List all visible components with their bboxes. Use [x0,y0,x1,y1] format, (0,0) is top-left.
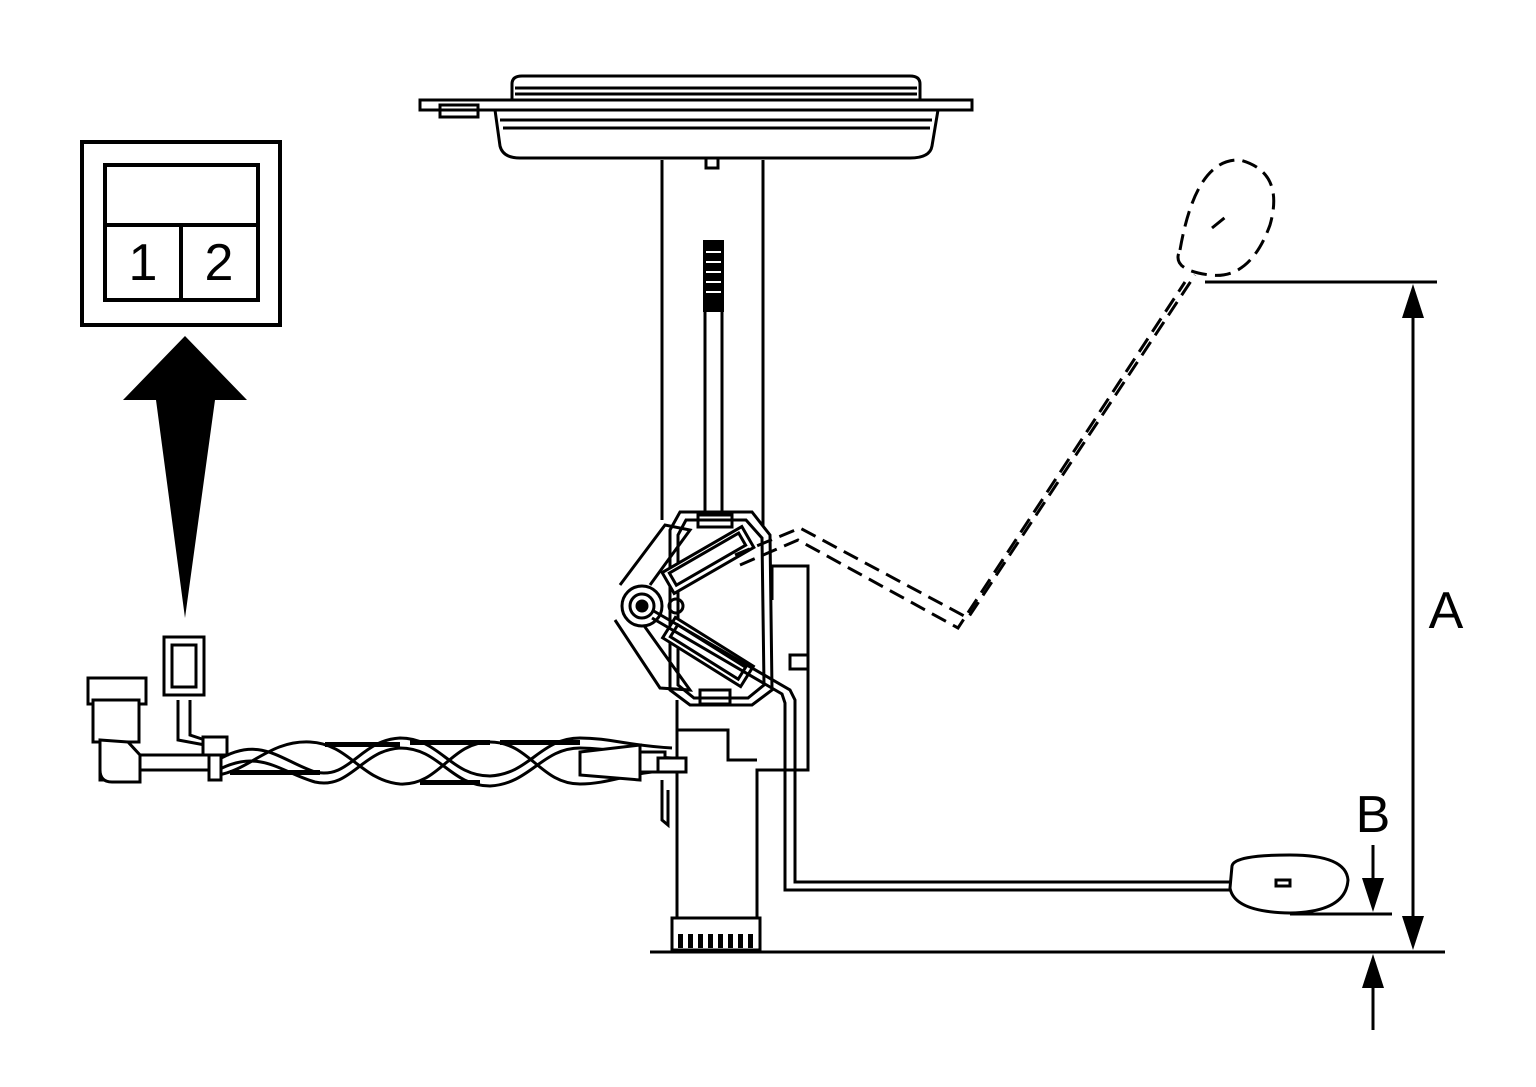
view-direction-arrow [123,336,247,618]
float-arm-empty [651,608,1232,892]
dimension-b-top-arrowhead [1362,878,1384,912]
dimension-b-bottom-arrowhead [1362,954,1384,988]
connector-outer-frame [80,140,282,327]
wiring-harness [98,700,673,788]
dimension-b-label: B [1356,786,1391,844]
dimension-a-label: A [1429,582,1464,640]
sender-flange [418,74,974,170]
strainer-teeth [678,934,753,948]
harness-corrugation [230,740,580,785]
connector-end-view [80,140,282,327]
sender-tube [660,160,765,530]
float-empty [1228,853,1350,915]
dimension-arrowheads [1362,284,1424,988]
float-arm-pivot [613,510,774,707]
connector-pin-2-label: 2 [205,234,234,292]
dimension-a-bottom-arrowhead [1402,916,1424,950]
reservoir-body [670,564,810,952]
resistor-card [703,240,724,312]
connector-pin-1-label: 1 [129,234,158,292]
dimension-lines [650,280,1445,1030]
harness-connectors [86,635,688,829]
float-arm-full [734,158,1276,630]
dimension-a-top-arrowhead [1402,284,1424,318]
